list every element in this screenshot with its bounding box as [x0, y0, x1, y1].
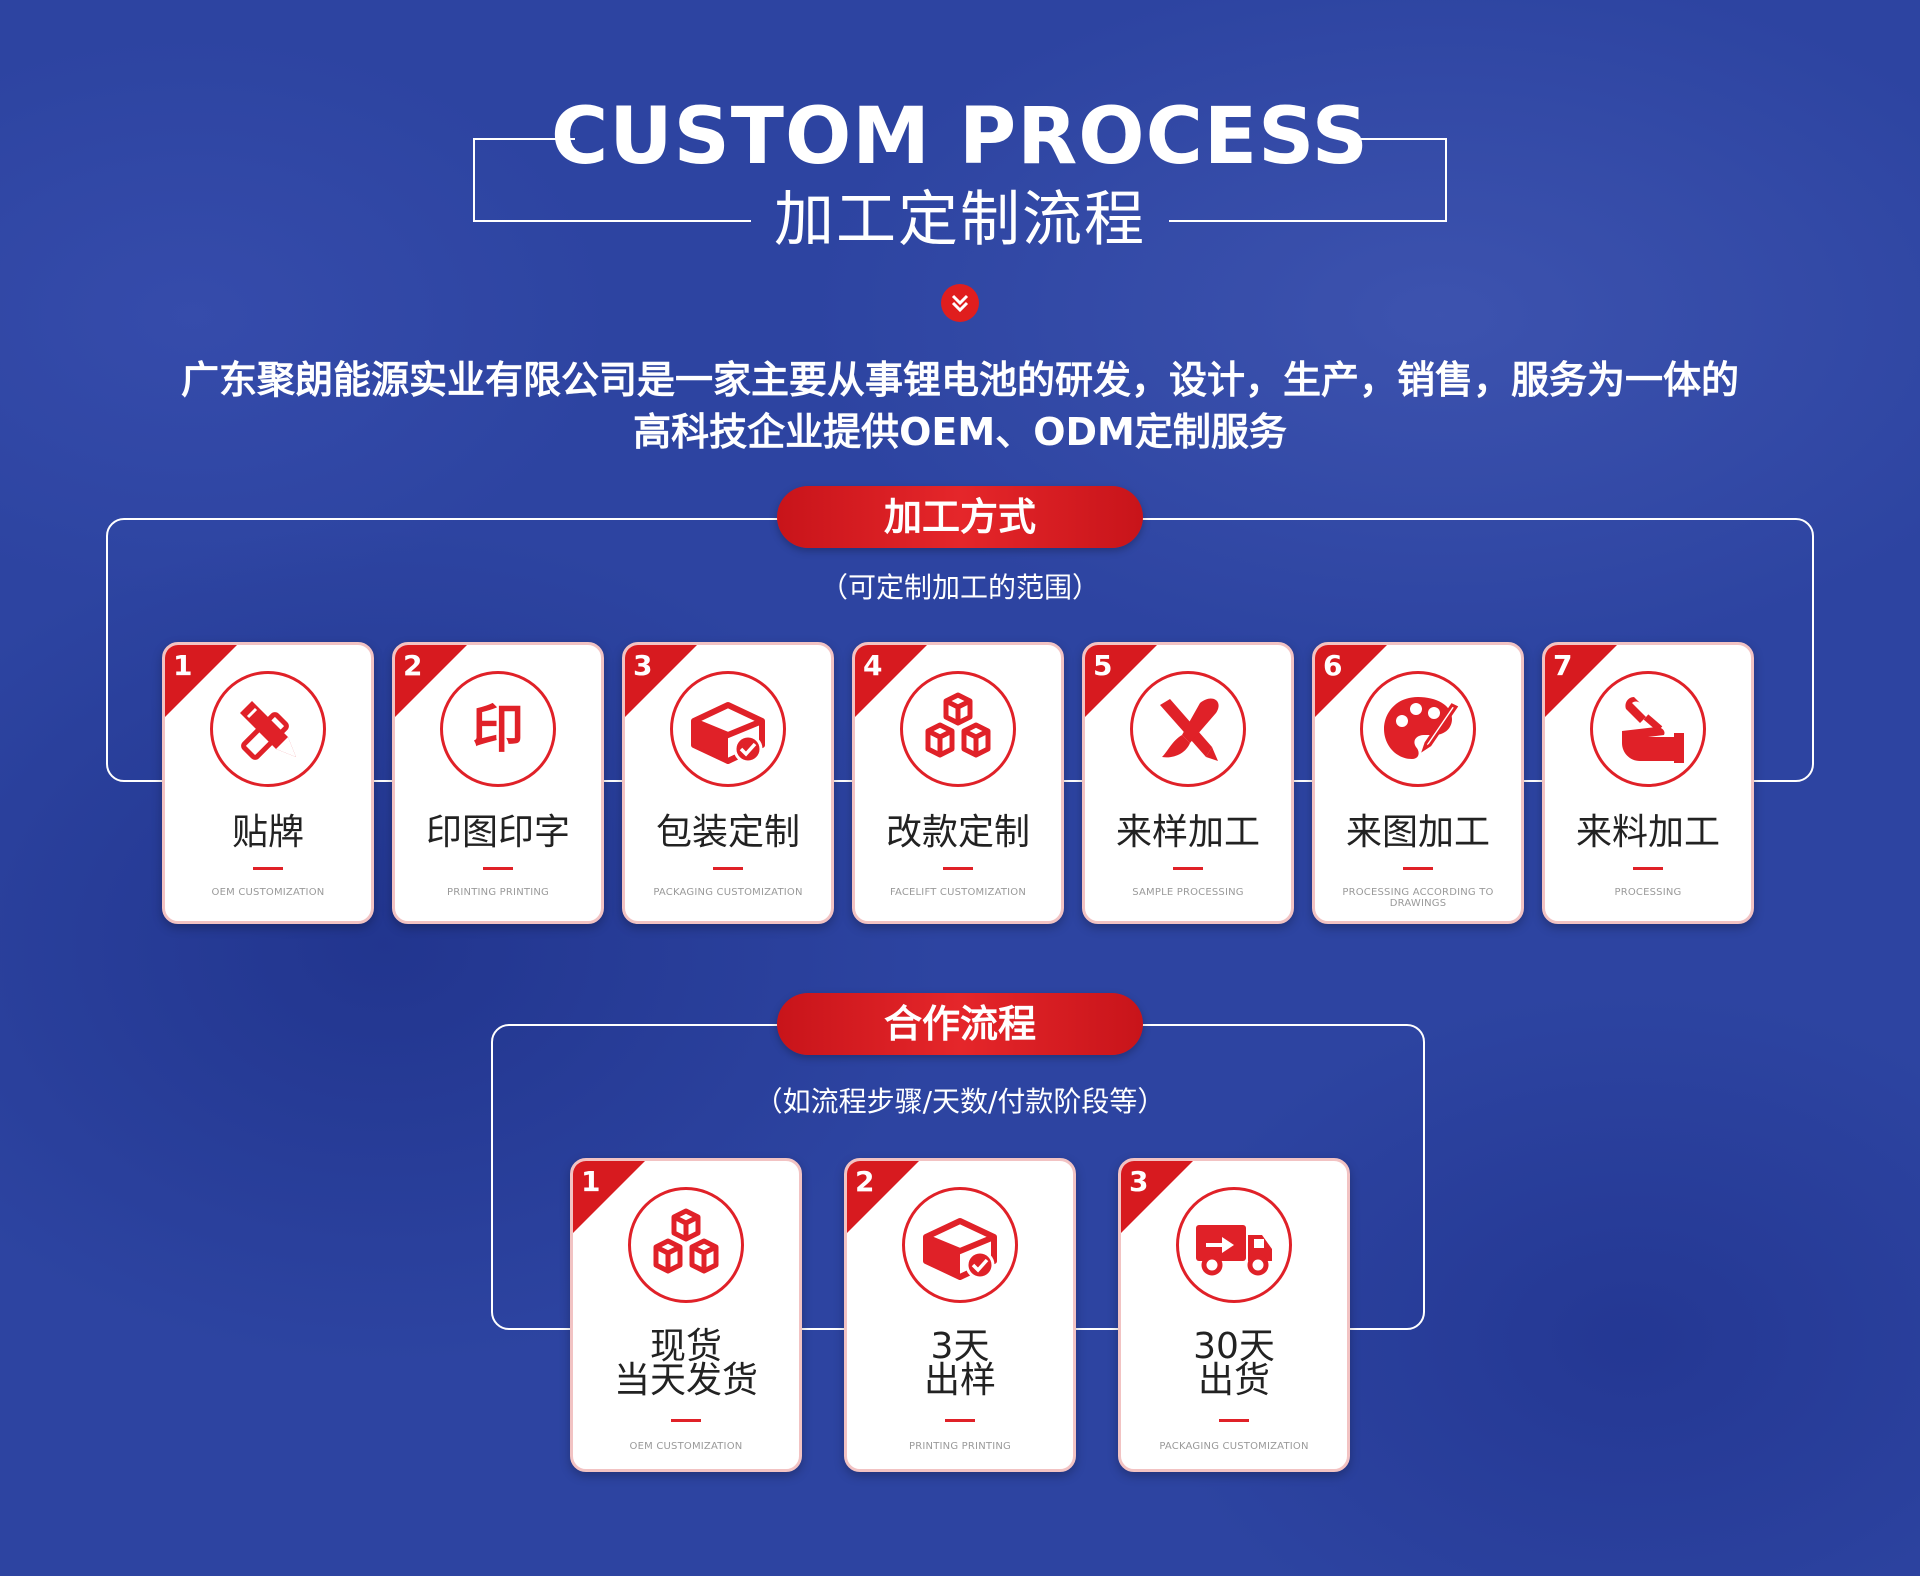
- step-number: 2: [855, 1165, 875, 1198]
- step-number: 2: [403, 649, 423, 682]
- card-label: 来图加工: [1345, 812, 1490, 853]
- methods-scope: （可定制加工的范围）: [819, 571, 1100, 604]
- card-english-label: PROCESSING ACCORDING TO DRAWINGS: [1342, 887, 1494, 909]
- step-number: 1: [581, 1165, 601, 1198]
- section_flow-card-3[interactable]: 3 30天出货 PACKAGING CUSTOMIZATION: [1118, 1158, 1350, 1472]
- card-english-label: PRINTING PRINTING: [909, 1441, 1011, 1452]
- section_methods-card-5[interactable]: 5 来样加工 SAMPLE PROCESSING: [1082, 642, 1294, 924]
- header-line-top-left: [473, 138, 575, 140]
- delivery-truck-icon: [1176, 1187, 1292, 1303]
- red-dash: [1173, 867, 1203, 870]
- methods-title: 加工方式: [777, 486, 1143, 548]
- red-dash: [671, 1419, 701, 1422]
- card-label: 来料加工: [1575, 812, 1720, 853]
- boxes-stack-icon: [628, 1187, 744, 1303]
- boxes-stack-icon: [900, 671, 1016, 787]
- card-english-label: SAMPLE PROCESSING: [1132, 887, 1244, 898]
- print-stamp-icon: 印: [440, 671, 556, 787]
- card-label: 贴牌: [231, 812, 304, 853]
- red-dash: [713, 867, 743, 870]
- card-english-label: PRINTING PRINTING: [447, 887, 549, 898]
- step-number: 3: [633, 649, 653, 682]
- section_methods-card-6[interactable]: 6 来图加工 PROCESSING ACCORDING TO DRAWINGS: [1312, 642, 1524, 924]
- card-english-label: OEM CUSTOMIZATION: [629, 1441, 743, 1452]
- card-label: 改款定制: [885, 812, 1030, 853]
- brush-pencil-icon: [1130, 671, 1246, 787]
- header-line-left: [473, 138, 475, 222]
- red-dash: [1219, 1419, 1249, 1422]
- section_flow-card-1[interactable]: 1 现货当天发货 OEM CUSTOMIZATION: [570, 1158, 802, 1472]
- card-english-label: PACKAGING CUSTOMIZATION: [653, 887, 803, 898]
- card-label-line2: 出样: [923, 1360, 996, 1401]
- package-check-icon: [902, 1187, 1018, 1303]
- section_flow-card-2[interactable]: 2 3天出样 PRINTING PRINTING: [844, 1158, 1076, 1472]
- red-dash: [253, 867, 283, 870]
- section_methods-card-3[interactable]: 3 包装定制 PACKAGING CUSTOMIZATION: [622, 642, 834, 924]
- flow-title: 合作流程: [777, 993, 1143, 1055]
- card-english-label: PROCESSING: [1614, 887, 1682, 898]
- header-line-bottom-left: [473, 220, 751, 222]
- package-check-icon: [670, 671, 786, 787]
- section_methods-card-7[interactable]: 7 来料加工 PROCESSING: [1542, 642, 1754, 924]
- step-number: 1: [173, 649, 193, 682]
- card-english-label: FACELIFT CUSTOMIZATION: [889, 887, 1027, 898]
- red-dash: [1633, 867, 1663, 870]
- step-number: 4: [863, 649, 883, 682]
- header-line-right: [1445, 138, 1447, 222]
- red-dash: [943, 867, 973, 870]
- card-label-line2: 出货: [1197, 1360, 1270, 1401]
- card-label: 包装定制: [655, 812, 800, 853]
- section_methods-card-1[interactable]: 1 贴牌 OEM CUSTOMIZATION: [162, 642, 374, 924]
- palette-icon: [1360, 671, 1476, 787]
- chevron-down-icon: [941, 284, 979, 322]
- flow-scope: （如流程步骤/天数/付款阶段等）: [754, 1085, 1166, 1118]
- red-dash: [945, 1419, 975, 1422]
- hand-wrench-icon: [1590, 671, 1706, 787]
- section_methods-card-4[interactable]: 4 改款定制 FACELIFT CUSTOMIZATION: [852, 642, 1064, 924]
- red-dash: [483, 867, 513, 870]
- pencil-ruler-icon: [210, 671, 326, 787]
- card-label-line1: 30天: [1193, 1326, 1275, 1367]
- intro-line-2: 高科技企业提供OEM、ODM定制服务: [633, 410, 1287, 454]
- card-label-line1: 3天: [930, 1326, 990, 1367]
- svg-text:印: 印: [472, 699, 524, 760]
- step-number: 7: [1553, 649, 1573, 682]
- header-line-top-right: [1341, 138, 1447, 140]
- card-label: 印图印字: [425, 812, 570, 853]
- card-label-line1: 现货: [649, 1326, 722, 1367]
- card-label: 来样加工: [1115, 812, 1260, 853]
- card-english-label: OEM CUSTOMIZATION: [211, 887, 325, 898]
- header-line-bottom-right: [1169, 220, 1447, 222]
- red-dash: [1403, 867, 1433, 870]
- intro-line-1: 广东聚朗能源实业有限公司是一家主要从事锂电池的研发，设计，生产，销售，服务为一体…: [180, 358, 1739, 402]
- title-english: CUSTOM PROCESS: [551, 92, 1369, 182]
- card-english-label: PACKAGING CUSTOMIZATION: [1159, 1441, 1309, 1452]
- step-number: 6: [1323, 649, 1343, 682]
- step-number: 3: [1129, 1165, 1149, 1198]
- title-chinese: 加工定制流程: [774, 185, 1146, 255]
- card-label-line2: 当天发货: [613, 1360, 758, 1401]
- company-intro: 广东聚朗能源实业有限公司是一家主要从事锂电池的研发，设计，生产，销售，服务为一体…: [60, 354, 1860, 458]
- step-number: 5: [1093, 649, 1113, 682]
- section_methods-card-2[interactable]: 2 印印图印字 PRINTING PRINTING: [392, 642, 604, 924]
